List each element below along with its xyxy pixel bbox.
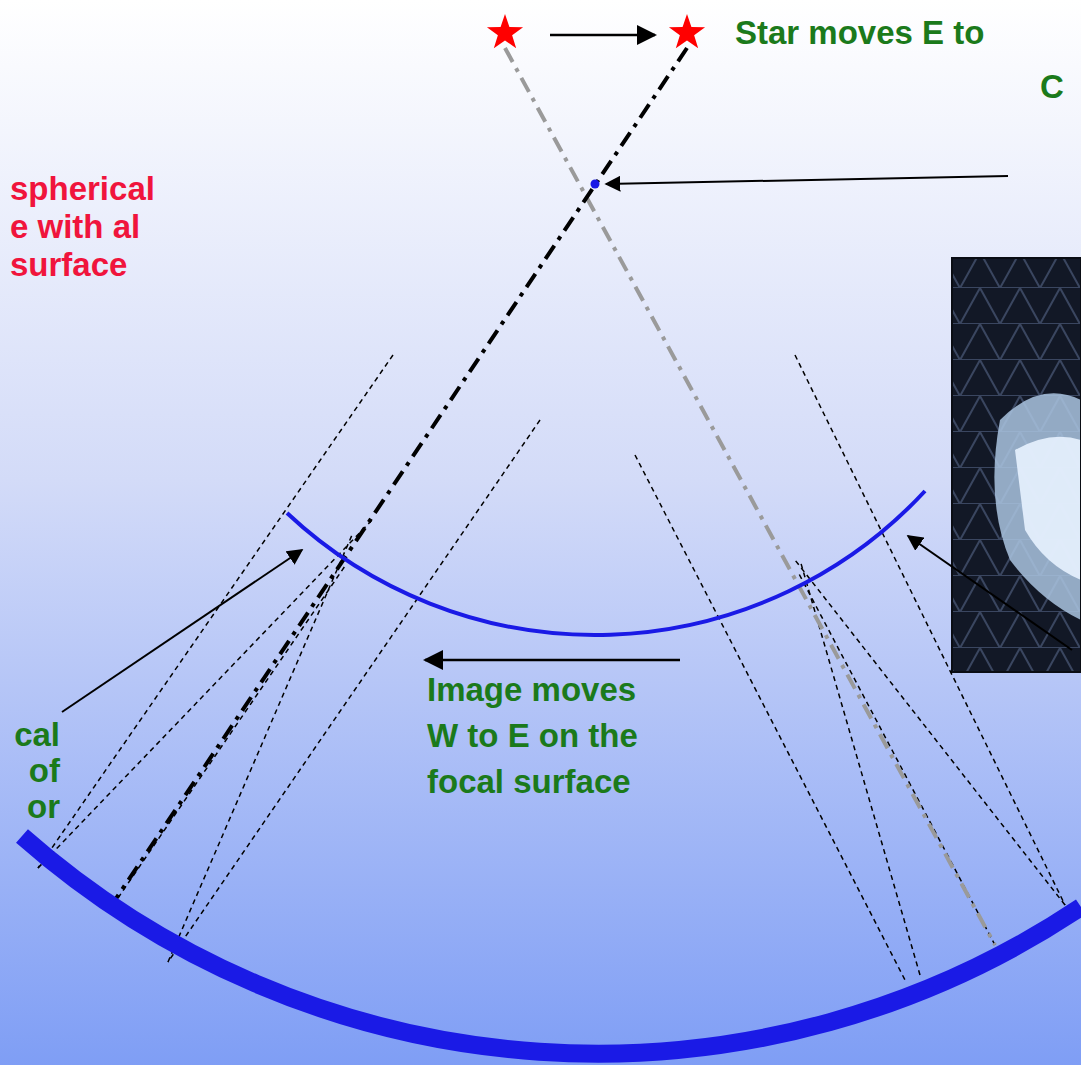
primary-mirror: [22, 836, 1081, 1054]
center-dot: [591, 180, 600, 189]
callout-label: C: [1040, 68, 1076, 106]
star-symbol: [487, 14, 523, 48]
leader-line: [908, 536, 1072, 650]
part-label: cal of or: [2, 717, 60, 825]
motion-note: Star moves E to: [735, 14, 1065, 52]
light-rays: [38, 355, 1065, 980]
telescope-photo: [952, 258, 1081, 672]
chief-ray-black: [115, 48, 687, 900]
leader-line: [606, 176, 1008, 184]
motion-note: Image moves W to E on the focal surface: [427, 667, 657, 805]
title-note: spherical e with al surface: [10, 170, 173, 284]
motion-arrow: [425, 659, 680, 662]
motion-arrow: [550, 34, 655, 37]
star-symbol: [669, 14, 705, 48]
leader-line: [62, 550, 302, 712]
focal-surface: [287, 491, 925, 635]
